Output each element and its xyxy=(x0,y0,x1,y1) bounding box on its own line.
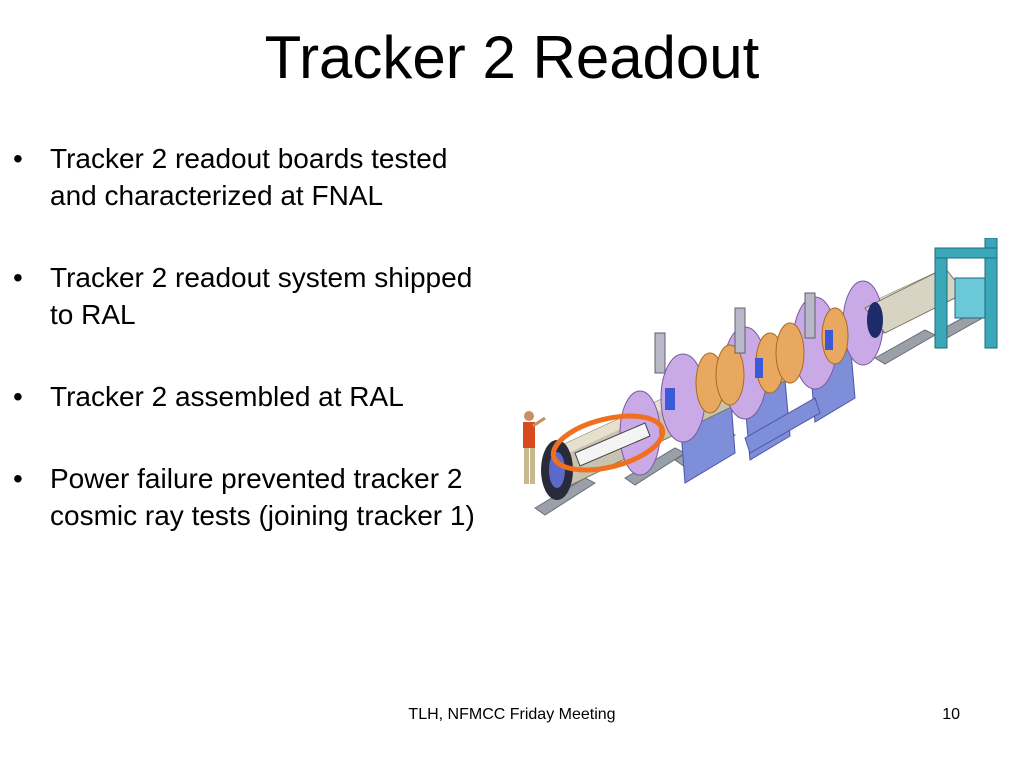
bullet-text: Tracker 2 readout system shipped to RAL xyxy=(50,262,473,330)
footer-text: TLH, NFMCC Friday Meeting xyxy=(408,706,616,723)
bullet-item: • Tracker 2 readout boards tested and ch… xyxy=(13,140,493,214)
slide-title: Tracker 2 Readout xyxy=(264,24,760,91)
bullet-marker: • xyxy=(13,143,23,174)
bullet-text: Power failure prevented tracker 2 cosmic… xyxy=(50,463,475,531)
bullet-text: Tracker 2 readout boards tested and char… xyxy=(50,143,448,211)
beamline-3d-render-icon xyxy=(523,238,998,516)
bullet-marker: • xyxy=(13,381,23,412)
bullet-item: • Power failure prevented tracker 2 cosm… xyxy=(13,460,493,534)
bullet-list: • Tracker 2 readout boards tested and ch… xyxy=(13,140,493,579)
bullet-item: • Tracker 2 readout system shipped to RA… xyxy=(13,259,493,333)
bullet-marker: • xyxy=(13,262,23,293)
bullet-text: Tracker 2 assembled at RAL xyxy=(50,381,404,412)
bullet-item: • Tracker 2 assembled at RAL xyxy=(13,378,493,415)
bullet-marker: • xyxy=(13,463,23,494)
page-number: 10 xyxy=(942,706,960,723)
